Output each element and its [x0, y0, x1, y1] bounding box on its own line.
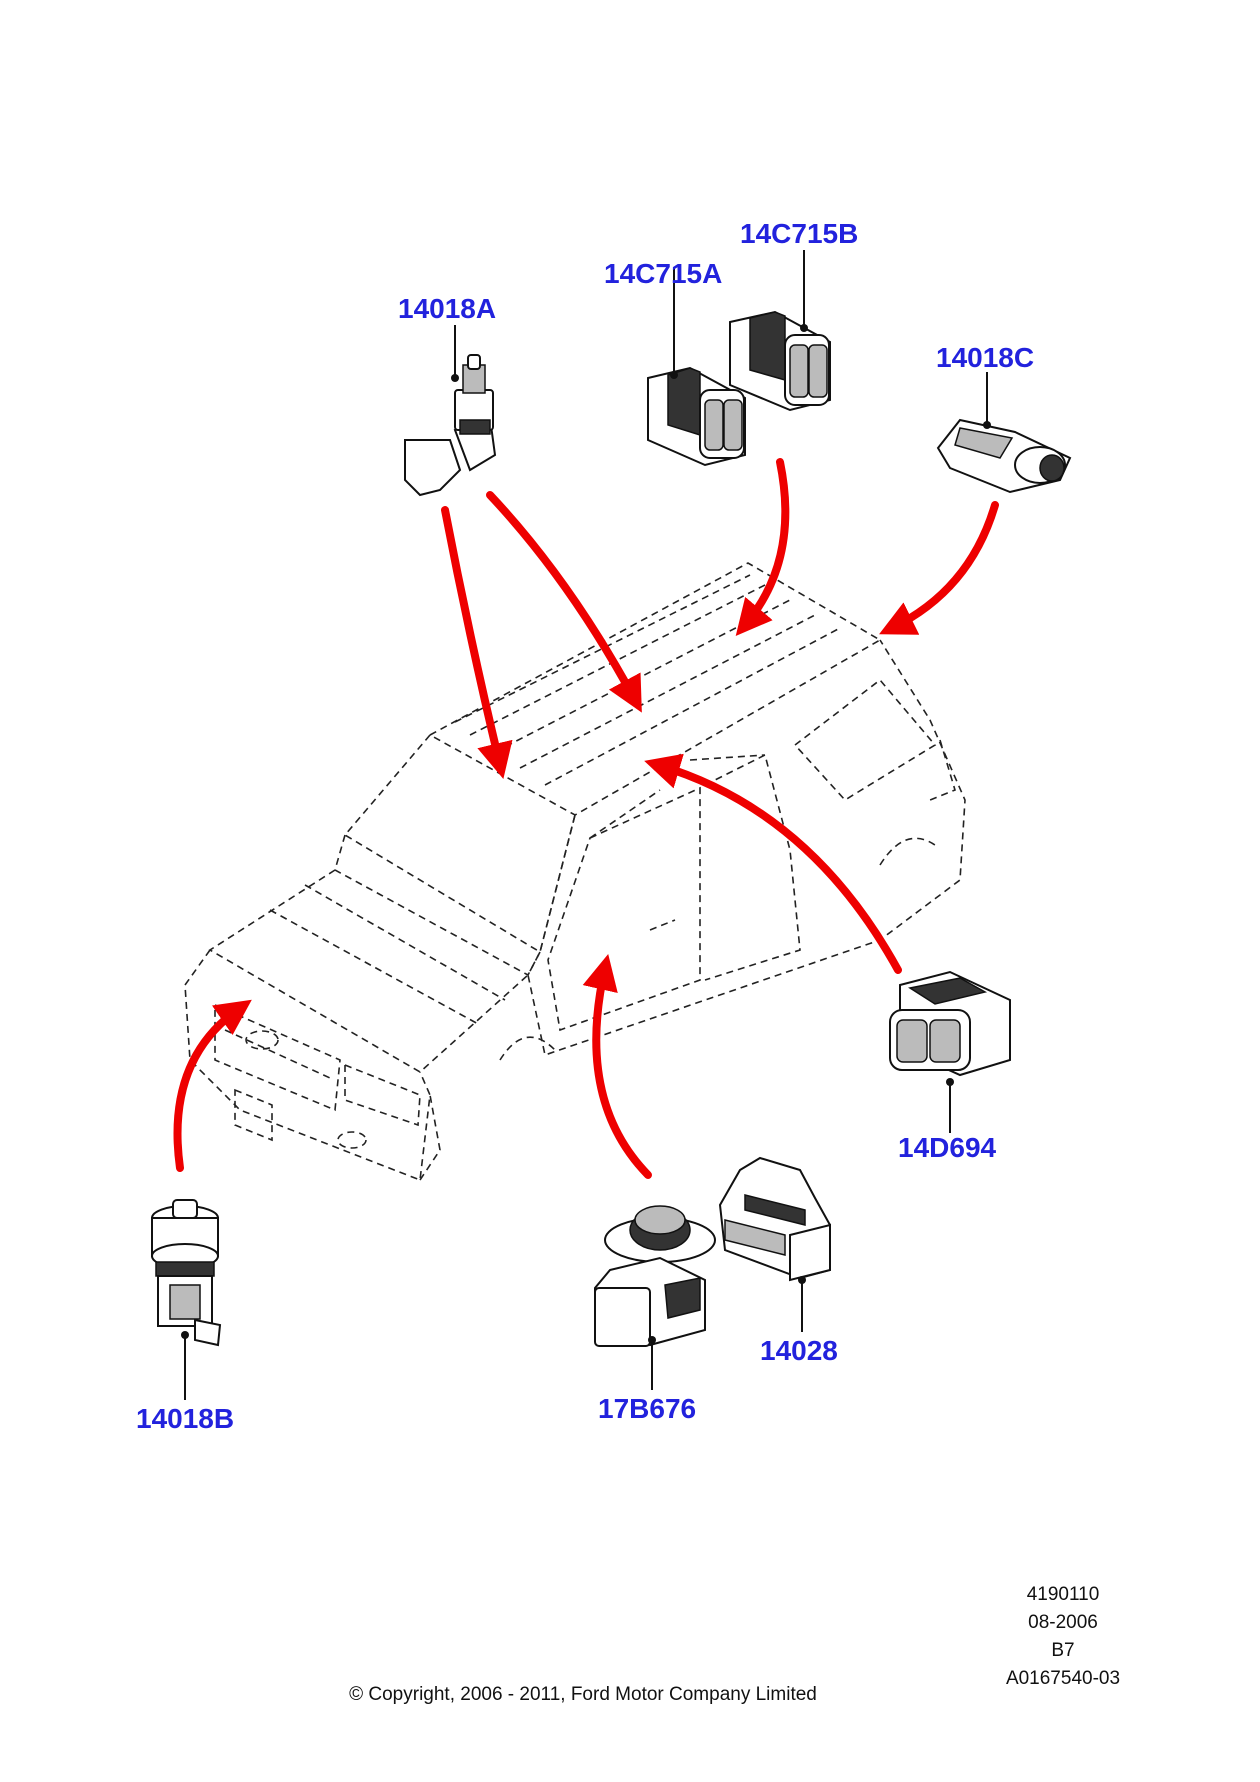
- leader-lines: [181, 250, 991, 1400]
- component-14D694[interactable]: [889, 970, 1011, 1077]
- label-14018B: 14018B: [136, 1403, 234, 1434]
- reference-number: 4190110: [1027, 1584, 1100, 1605]
- location-arrows: [173, 458, 999, 1179]
- arrow-14C715: [735, 458, 790, 636]
- component-14018A[interactable]: [404, 354, 497, 497]
- arrow-14018B: [173, 999, 252, 1172]
- arrow-14018A-left: [441, 506, 513, 780]
- reference-code: B7: [1051, 1640, 1074, 1661]
- label-17B676: 17B676: [598, 1393, 696, 1424]
- illustration-id: A0167540-03: [1006, 1668, 1120, 1689]
- copyright-notice: © Copyright, 2006 - 2011, Ford Motor Com…: [349, 1684, 817, 1705]
- component-14028[interactable]: [718, 1156, 831, 1282]
- component-14C715B[interactable]: [729, 310, 831, 412]
- component-14018B[interactable]: [151, 1199, 222, 1347]
- label-14018A: 14018A: [398, 293, 496, 324]
- part-labels: 14018A 14C715A 14C715B 14018C 14D694 140…: [136, 218, 1034, 1434]
- arrow-14D694: [644, 753, 902, 974]
- label-14018C: 14018C: [936, 342, 1034, 373]
- arrow-14018C: [879, 501, 999, 635]
- label-14C715B: 14C715B: [740, 218, 858, 249]
- label-14028: 14028: [760, 1335, 838, 1366]
- vehicle-outline: [184, 562, 966, 1182]
- component-14018C[interactable]: [936, 418, 1072, 494]
- reference-date: 08-2006: [1028, 1612, 1098, 1633]
- arrow-17B676: [582, 953, 652, 1179]
- arrow-14018A-right: [486, 491, 642, 713]
- label-14C715A: 14C715A: [604, 258, 722, 289]
- component-17B676[interactable]: [594, 1205, 716, 1347]
- reference-block: 4190110 08-2006 B7 A0167540-03: [1006, 1584, 1120, 1689]
- component-14C715A[interactable]: [647, 366, 746, 467]
- label-14D694: 14D694: [898, 1132, 997, 1163]
